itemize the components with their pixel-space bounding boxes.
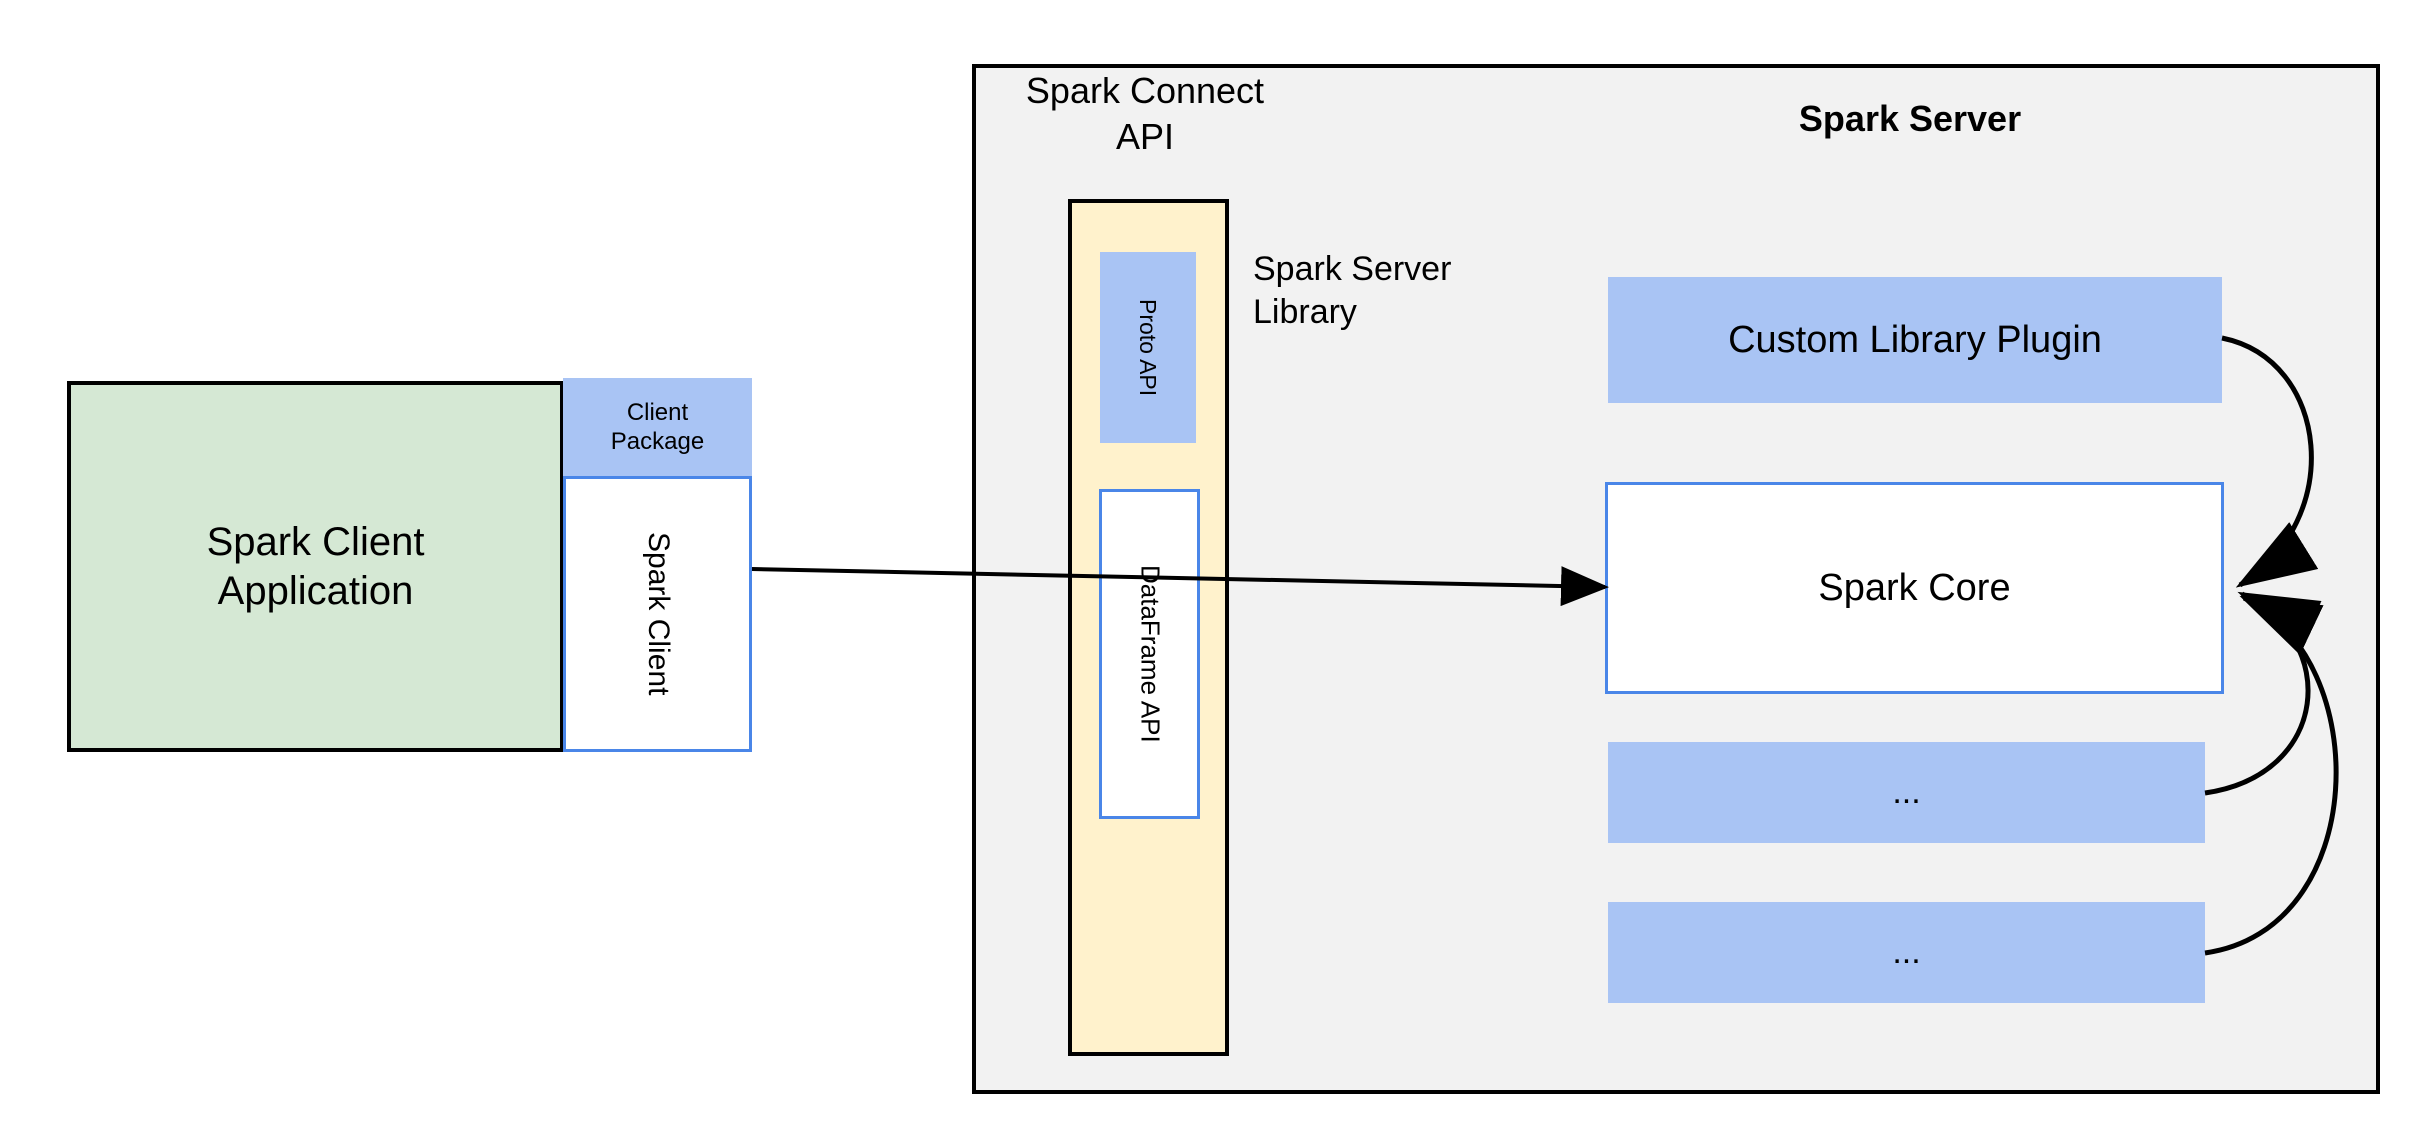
spark-server-library-label-line2: Library bbox=[1253, 292, 1357, 331]
proto-api-box[interactable]: Proto API bbox=[1100, 252, 1196, 443]
spark-connect-api-label: Spark Connect API bbox=[1000, 68, 1290, 160]
spark-client-label: Spark Client bbox=[641, 532, 675, 696]
spark-client-application-label-line2: Application bbox=[217, 568, 414, 613]
client-package-label: Client Package bbox=[611, 398, 704, 457]
client-package-label-line2: Package bbox=[610, 428, 705, 455]
spark-core-label: Spark Core bbox=[1818, 566, 2011, 609]
spark-client-application-label: Spark Client Application bbox=[207, 518, 425, 616]
custom-library-plugin-label: Custom Library Plugin bbox=[1728, 318, 2102, 361]
spark-client-application-box[interactable]: Spark Client Application bbox=[67, 381, 564, 752]
ellipsis-box-2[interactable]: ... bbox=[1608, 902, 2205, 1003]
dataframe-api-box[interactable]: DataFrame API bbox=[1099, 489, 1200, 819]
client-package-label-line1: Client bbox=[626, 398, 689, 426]
dataframe-api-label: DataFrame API bbox=[1135, 565, 1166, 743]
spark-server-library-label-line1: Spark Server bbox=[1253, 250, 1452, 288]
client-package-box[interactable]: Client Package bbox=[563, 378, 752, 476]
ellipsis-label-1: ... bbox=[1892, 772, 1921, 811]
spark-client-box[interactable]: Spark Client bbox=[563, 476, 752, 752]
custom-library-plugin-box[interactable]: Custom Library Plugin bbox=[1608, 277, 2222, 403]
spark-server-library-label: Spark Server Library bbox=[1253, 248, 1583, 334]
spark-connect-api-label-line2: API bbox=[1115, 116, 1175, 158]
ellipsis-box-1[interactable]: ... bbox=[1608, 742, 2205, 843]
spark-client-application-label-line1: Spark Client bbox=[206, 519, 425, 564]
spark-server-title: Spark Server bbox=[1798, 98, 2022, 139]
spark-connect-api-label-line1: Spark Connect bbox=[1025, 70, 1265, 111]
proto-api-label: Proto API bbox=[1135, 298, 1162, 397]
ellipsis-label-2: ... bbox=[1892, 932, 1921, 971]
spark-core-box[interactable]: Spark Core bbox=[1605, 482, 2224, 694]
